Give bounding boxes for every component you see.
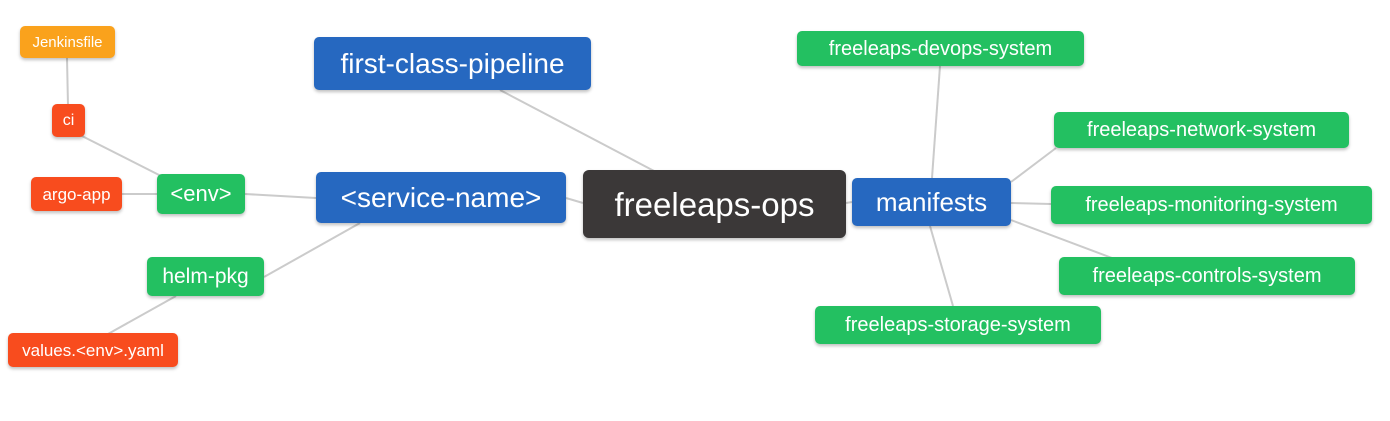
edge-jenkinsfile-ci: [66, 57, 69, 107]
edge-manifests-controls: [1010, 219, 1113, 259]
node-env[interactable]: <env>: [157, 174, 245, 214]
node-freeleaps-ops-root[interactable]: freeleaps-ops: [583, 170, 846, 238]
edge-ci-env: [79, 134, 164, 178]
node-freeleaps-network-system[interactable]: freeleaps-network-system: [1054, 112, 1349, 148]
node-freeleaps-devops-system[interactable]: freeleaps-devops-system: [797, 31, 1084, 66]
edge-freeleaps-ops-manifests: [845, 201, 853, 204]
node-ci[interactable]: ci: [52, 104, 85, 137]
edge-service-name-freeleaps-ops: [565, 197, 584, 204]
node-argo-app[interactable]: argo-app: [31, 177, 122, 211]
node-freeleaps-monitoring-system[interactable]: freeleaps-monitoring-system: [1051, 186, 1372, 224]
edge-env-service-name: [244, 193, 317, 199]
node-helm-pkg[interactable]: helm-pkg: [147, 257, 264, 296]
node-jenkinsfile[interactable]: Jenkinsfile: [20, 26, 115, 58]
node-values-env-yaml[interactable]: values.<env>.yaml: [8, 333, 178, 367]
node-service-name[interactable]: <service-name>: [316, 172, 566, 223]
node-freeleaps-storage-system[interactable]: freeleaps-storage-system: [815, 306, 1101, 344]
edge-manifests-devops: [931, 65, 941, 179]
edge-service-name-helm-pkg: [263, 222, 361, 278]
node-first-class-pipeline[interactable]: first-class-pipeline: [314, 37, 591, 90]
edge-manifests-network: [1010, 147, 1057, 183]
node-manifests[interactable]: manifests: [852, 178, 1011, 226]
edge-helm-pkg-values: [107, 295, 177, 335]
edge-manifests-storage: [929, 225, 954, 307]
edge-pipeline-freeleaps-ops: [499, 89, 657, 173]
node-freeleaps-controls-system[interactable]: freeleaps-controls-system: [1059, 257, 1355, 295]
edge-manifests-monitoring: [1010, 202, 1052, 205]
